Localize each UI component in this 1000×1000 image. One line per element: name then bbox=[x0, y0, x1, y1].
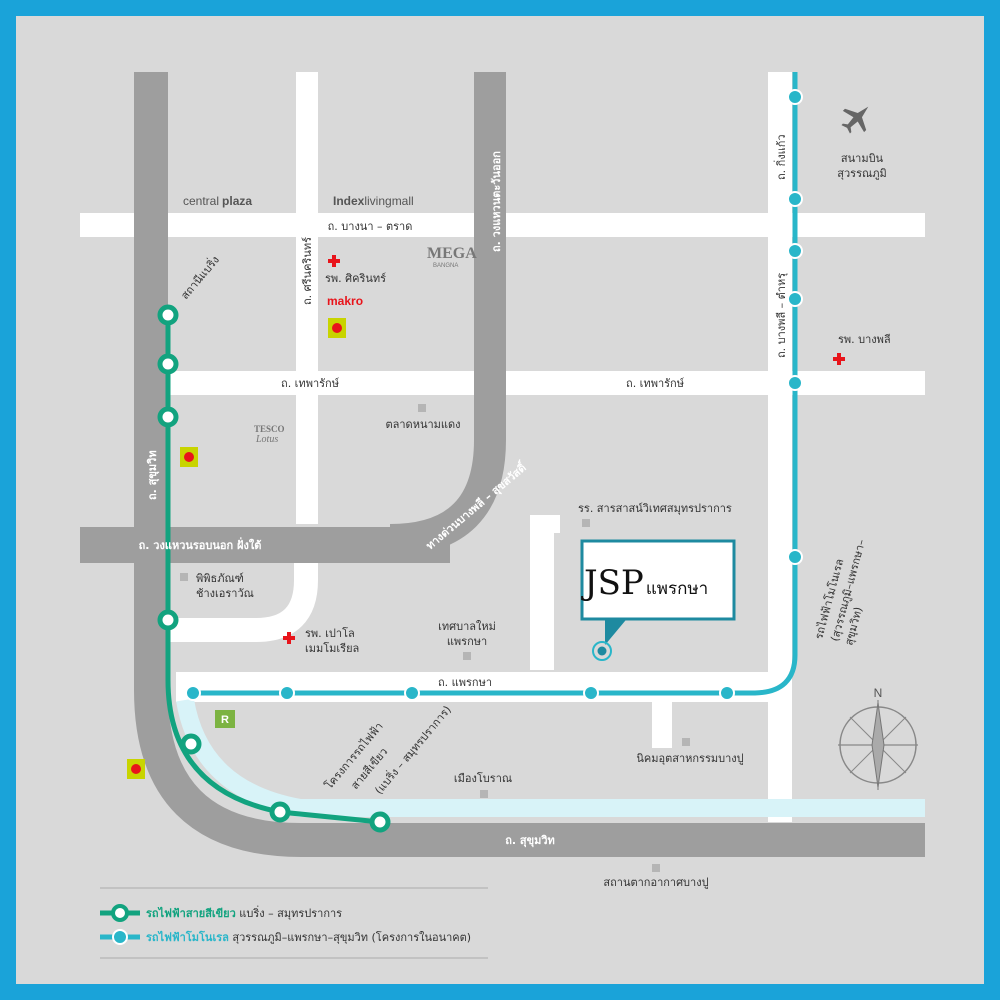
monorail-station bbox=[787, 549, 803, 565]
monorail-route bbox=[192, 72, 798, 696]
label-srinakarin: ถ. ศรีนครินทร์ bbox=[301, 237, 314, 305]
red-cross-icon bbox=[833, 353, 845, 365]
mega-bangna-logo: MEGA bbox=[427, 245, 477, 262]
svg-text:รถไฟฟ้าสายสีเขียว แบริ่ง – สมุ: รถไฟฟ้าสายสีเขียว แบริ่ง – สมุทรปราการ bbox=[146, 905, 342, 920]
label-bangpu-recreation: สถานตากอากาศบางปู bbox=[603, 876, 708, 889]
label-airport-2: สุวรรณภูมิ bbox=[837, 167, 886, 180]
label-erawan-museum-2: ช้างเอราวัณ bbox=[196, 587, 254, 600]
label-paolo-hospital-1: รพ. เปาโล bbox=[305, 626, 355, 640]
label-sikarin-hospital: รพ. ศิครินทร์ bbox=[325, 272, 386, 285]
green-station bbox=[369, 811, 391, 833]
label-sarasas-school: รร. สารสาสน์วิเทศสมุทรปราการ bbox=[578, 502, 732, 515]
road-sukhumvit bbox=[134, 72, 925, 857]
label-nikhom: นิคมอุตสาหกรรมบางปู bbox=[636, 752, 743, 765]
monorail-station bbox=[404, 685, 420, 701]
tesco-logo: TESCO bbox=[254, 424, 285, 434]
lotus-logo: Lotus bbox=[255, 434, 278, 445]
airplane-icon bbox=[841, 106, 869, 134]
label-sukhumvit-bottom: ถ. สุขุมวิท bbox=[505, 834, 555, 848]
road-theparak bbox=[165, 371, 925, 395]
monorail-station bbox=[185, 685, 201, 701]
label-king-kaew: ถ. กิ่งแก้ว bbox=[773, 134, 788, 180]
road-nikhom-link bbox=[652, 690, 672, 748]
green-station bbox=[157, 353, 179, 375]
label-bangplee-hospital: รพ. บางพลี bbox=[838, 333, 891, 346]
grey-square-icon bbox=[682, 738, 690, 746]
road-erawan-link bbox=[165, 540, 318, 642]
big-c-logo-icon bbox=[328, 318, 346, 338]
label-talad-nam-daeng: ตลาดหนามแดง bbox=[385, 418, 460, 431]
road-srinakarin bbox=[296, 72, 318, 524]
label-praeksa: ถ. แพรกษา bbox=[438, 676, 492, 689]
makro-logo: makro bbox=[327, 294, 363, 308]
green-station bbox=[269, 801, 291, 823]
robinson-logo-icon: R bbox=[215, 710, 235, 728]
legend-monorail: รถไฟฟ้าโมโนเรล สุวรรณภูมิ–แพรกษา–สุขุมวิ… bbox=[100, 929, 471, 945]
label-wongwaen-east: ถ. วงแหวนตะวันออก bbox=[490, 151, 503, 252]
label-tessaban-2: แพรกษา bbox=[447, 635, 487, 648]
location-pin-dot bbox=[597, 646, 607, 656]
grey-square-icon bbox=[418, 404, 426, 412]
red-cross-icon bbox=[328, 255, 340, 267]
svg-text:R: R bbox=[221, 714, 229, 726]
label-paolo-hospital-2: เมมโมเรียล bbox=[305, 641, 359, 655]
grey-square-icon bbox=[480, 790, 488, 798]
green-station bbox=[157, 304, 179, 326]
grey-square-icon bbox=[582, 519, 590, 527]
label-bangna-trat: ถ. บางนา – ตราด bbox=[328, 220, 413, 233]
road-king-kaew bbox=[768, 72, 792, 822]
monorail-station bbox=[787, 243, 803, 259]
road-local-north bbox=[530, 515, 554, 670]
svg-text:รถไฟฟ้าโมโนเรล สุวรรณภูมิ–แพรก: รถไฟฟ้าโมโนเรล สุวรรณภูมิ–แพรกษา–สุขุมวิ… bbox=[146, 930, 471, 944]
grey-square-icon bbox=[180, 573, 188, 581]
green-station bbox=[157, 406, 179, 428]
monorail-station bbox=[719, 685, 735, 701]
big-c-logo-icon bbox=[180, 447, 198, 467]
location-pin-icon bbox=[592, 641, 612, 661]
green-line-route bbox=[165, 315, 381, 825]
monorail-station bbox=[787, 191, 803, 207]
label-airport-1: สนามบิน bbox=[841, 152, 884, 165]
waterway-strip bbox=[176, 698, 925, 817]
label-sukhumvit-vertical: ถ. สุขุมวิท bbox=[146, 450, 160, 500]
green-line-stations bbox=[157, 304, 391, 833]
label-theparak-right: ถ. เทพารักษ์ bbox=[626, 377, 684, 390]
label-wongwaen-south: ถ. วงแหวนรอบนอก ฝั่งใต้ bbox=[139, 537, 262, 552]
label-erawan-museum-1: พิพิธภัณฑ์ bbox=[196, 572, 244, 585]
label-tessaban-1: เทศบาลใหม่ bbox=[438, 620, 496, 633]
monorail-station bbox=[279, 685, 295, 701]
label-ancient-city: เมืองโบราณ bbox=[454, 771, 512, 785]
grey-square-icon bbox=[463, 652, 471, 660]
monorail-station bbox=[787, 375, 803, 391]
marker-card bbox=[580, 539, 736, 621]
monorail-station bbox=[787, 291, 803, 307]
marker-pointer bbox=[605, 615, 630, 645]
label-theparak-left: ถ. เทพารักษ์ bbox=[281, 377, 339, 390]
green-station bbox=[157, 609, 179, 631]
label-bangplee-tamru: ถ. บางพลี – ตำหรุ bbox=[775, 273, 788, 358]
green-station bbox=[180, 733, 202, 755]
compass-north-label: N bbox=[874, 686, 883, 700]
monorail-station bbox=[787, 89, 803, 105]
monorail-station bbox=[583, 685, 599, 701]
grey-square-icon bbox=[652, 864, 660, 872]
big-c-logo-icon bbox=[127, 759, 145, 779]
road-local-stub bbox=[530, 515, 560, 533]
legend-green-line: รถไฟฟ้าสายสีเขียว แบริ่ง – สมุทรปราการ bbox=[100, 904, 342, 922]
compass-rose: N bbox=[838, 686, 918, 790]
monorail-stations bbox=[185, 89, 803, 701]
mega-bangna-sub: BANGNA bbox=[433, 263, 458, 269]
red-cross-icon bbox=[283, 632, 295, 644]
index-living-mall-logo: Indexlivingmall bbox=[333, 194, 414, 208]
road-praeksa bbox=[176, 672, 786, 702]
